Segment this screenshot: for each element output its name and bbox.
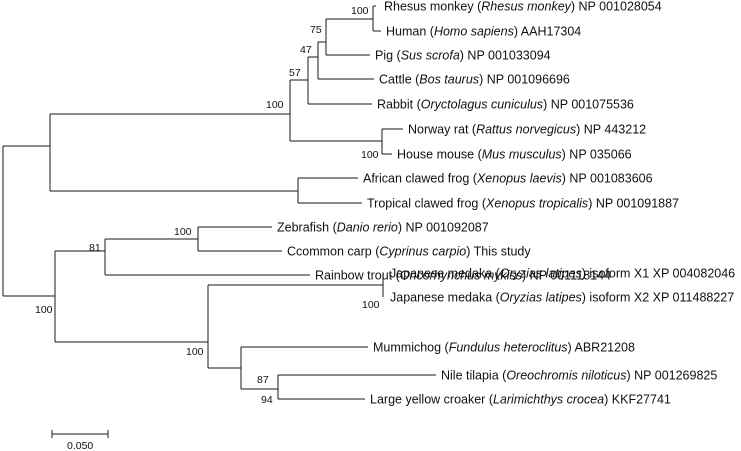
support-cyprinids-trout: 81 (89, 242, 101, 254)
leaf-label-carp: Ccommon carp (Cyprinus carpio) This stud… (287, 245, 531, 259)
support-mammals: 100 (266, 99, 284, 111)
leaf-label-african-frog: African clawed frog (Xenopus laevis) NP … (363, 172, 653, 186)
leaf-label-pig: Pig (Sus scrofa) NP 001033094 (375, 49, 551, 63)
scale-bar: 0.050 (51, 430, 109, 451)
leaf-label-tilapia: Nile tilapia (Oreochromis niloticus) NP … (441, 369, 717, 383)
leaf-label-rat: Norway rat (Rattus norvegicus) NP 443212 (408, 123, 646, 137)
leaf-label-mouse: House mouse (Mus musculus) NP 035066 (397, 148, 632, 162)
leaf-label-mummichog: Mummichog (Fundulus heteroclitus) ABR212… (373, 341, 635, 355)
leaf-label-rabbit: Rabbit (Oryctolagus cuniculus) NP 001075… (377, 98, 634, 112)
support-with-rabbit: 57 (289, 67, 301, 79)
tree-branches (2, 5, 436, 400)
support-medaka: 100 (362, 299, 380, 311)
leaf-label-cattle: Cattle (Bos taurus) NP 001096696 (379, 73, 570, 87)
leaf-label-zebrafish: Zebrafish (Danio rerio) NP 001092087 (277, 221, 489, 235)
support-acanthopterygii: 100 (186, 346, 204, 358)
support-rodents: 100 (361, 149, 379, 161)
support-primates-pig: 75 (310, 24, 322, 36)
leaf-label-tropical-frog: Tropical clawed frog (Xenopus tropicalis… (367, 197, 679, 211)
leaf-label-croaker: Large yellow croaker (Larimichthys croce… (370, 393, 671, 407)
support-zebrafish-carp: 100 (174, 226, 192, 238)
support-labels: 100 75 47 57 100 100 100 81 100 100 100 … (35, 5, 380, 406)
support-mummichog-group: 87 (257, 374, 269, 386)
leaf-label-rhesus: Rhesus monkey (Rhesus monkey) NP 0010280… (384, 0, 662, 14)
support-with-cattle: 47 (300, 44, 312, 56)
scale-bar-label: 0.050 (67, 440, 93, 451)
leaf-label-human: Human (Homo sapiens) AAH17304 (386, 25, 581, 39)
leaf-label-medaka-x2: Japanese medaka (Oryzias latipes) isofor… (390, 291, 734, 305)
leaf-label-trout: Rainbow trout (Oncorhynchus mykiss) NP 0… (315, 269, 611, 283)
support-tilapia-croaker: 94 (261, 394, 273, 406)
leaf-label-medaka-x1: Japanese medaka (Oryzias latipes) isofor… (390, 267, 735, 281)
support-fish: 100 (35, 304, 53, 316)
support-rhesus-human: 100 (351, 5, 369, 17)
leaf-labels: Rhesus monkey (Rhesus monkey) NP 0010280… (277, 0, 735, 407)
